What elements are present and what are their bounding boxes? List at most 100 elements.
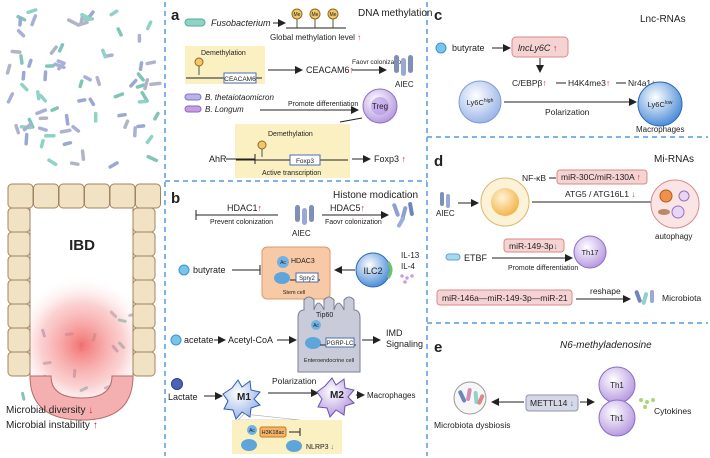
- b-longum-icon: [184, 105, 202, 113]
- fusobacterium-icon: [184, 18, 206, 27]
- bacterium: [39, 138, 45, 149]
- svg-text:Ac: Ac: [249, 428, 255, 434]
- panel-d-title: Mi-RNAs: [654, 154, 694, 165]
- th1-cell-b: [598, 399, 636, 437]
- bacterium: [153, 111, 160, 121]
- promote-differentiation-a: Promote differentiation: [288, 101, 358, 108]
- th17-label: Th17: [581, 248, 598, 257]
- panel-a: a DNA methylation Fusobacterium Me Me Me…: [171, 7, 432, 178]
- bacterium: [109, 9, 119, 17]
- svg-text:Me: Me: [312, 12, 319, 18]
- mirna-box-d1: [556, 169, 648, 185]
- etbf-label: ETBF: [464, 253, 488, 263]
- panel-b: b Histone modication HDAC1↑ Prevent colo…: [168, 190, 423, 454]
- bacterium: [136, 72, 145, 82]
- bacterium: [145, 60, 157, 66]
- epithelial-cell: [132, 303, 156, 329]
- epithelial-cell: [7, 279, 31, 305]
- butyrate-icon-b: [178, 264, 190, 276]
- epithelial-cell: [7, 207, 31, 233]
- bacterium: [140, 90, 149, 103]
- polarization-label-c: Polarization: [545, 107, 590, 117]
- mettl14-box: [525, 394, 579, 412]
- bacterium: [37, 126, 48, 132]
- ilc2-label: ILC2: [363, 266, 382, 276]
- aiec-label-a: AIEC: [395, 80, 414, 89]
- bacterium: [71, 124, 81, 133]
- nlrp3-label: NLRP3 ↓: [306, 444, 334, 451]
- m2-macrophage: [316, 377, 355, 418]
- epithelial-cell: [7, 231, 31, 257]
- epithelial-cell: [132, 351, 156, 377]
- panel-d: d Mi-RNAs NF-κB miR-30C/miR-130A ↑ ATG5 …: [434, 153, 701, 306]
- ly6c-high-cell: [458, 80, 502, 124]
- dysbiosis-label: Microbiota dysbiosis: [434, 420, 511, 430]
- epithelial-cell: [132, 231, 156, 257]
- epithelial-cell: [132, 255, 156, 281]
- panel-b-title: Histone modication: [333, 190, 418, 201]
- svg-text:Ac: Ac: [313, 323, 319, 329]
- bacterium: [138, 61, 144, 72]
- mir149-box: [503, 238, 565, 253]
- imd-label: IMD: [386, 328, 403, 338]
- dysbiosis-icon: [453, 381, 487, 415]
- epithelial-cell: [58, 183, 85, 209]
- aiec-icon-a: [394, 55, 413, 76]
- epithelial-cell: [7, 183, 34, 209]
- bacterium: [26, 8, 38, 15]
- svg-text:Me: Me: [330, 12, 337, 18]
- bacterium: [95, 75, 102, 87]
- bacterium: [20, 82, 29, 92]
- epithelial-cell: [132, 279, 156, 305]
- pgrp-lc-label: PGRP-LC: [327, 341, 354, 347]
- bacterium: [93, 111, 98, 123]
- bacterium: [43, 70, 48, 82]
- bacterium: [59, 128, 72, 134]
- bacterium: [6, 92, 15, 104]
- polarization-label-b: Polarization: [272, 376, 317, 386]
- bacterium: [117, 112, 127, 118]
- autophagy-cell: [650, 179, 700, 229]
- bacterium: [62, 140, 73, 147]
- panel-c: c Lnc-RNAs butyrate lncLy6C ↑ C/EBPβ↑ H4…: [434, 7, 686, 134]
- ly6c-low-label: Ly6Clow: [648, 100, 673, 109]
- favor-colonization-b: Faovr colonization: [325, 219, 382, 226]
- bacterium: [145, 134, 154, 145]
- lactate-icon: [171, 378, 183, 390]
- th17-cell: [573, 235, 607, 269]
- bacterium: [56, 59, 66, 66]
- macrophages-label-c: Macrophages: [636, 125, 684, 134]
- bacterium: [22, 122, 33, 132]
- bacterium: [66, 18, 79, 27]
- aiec-icon-d: [440, 192, 450, 208]
- epithelial-cell: [33, 183, 59, 209]
- th1-label-b: Th1: [610, 414, 624, 423]
- bacterium: [53, 62, 66, 70]
- panel-d-letter: d: [434, 153, 443, 170]
- bacterium: [21, 391, 26, 401]
- crypt-base: [29, 375, 134, 421]
- ly6c-high-label: Ly6Chigh: [467, 98, 494, 107]
- bacterium: [145, 20, 153, 31]
- mettl14-label: METTL14 ↓: [530, 398, 574, 408]
- microbial-instability-text: Microbial instability ↑: [6, 420, 98, 431]
- bacterium: [36, 90, 41, 101]
- bacterium: [38, 93, 47, 103]
- atg5-atg16l1-label: ATG5 / ATG16L1 ↓: [565, 189, 636, 199]
- ceacam6-label: CEACAM6↑: [306, 65, 354, 75]
- bacterium: [76, 20, 89, 27]
- bacterium: [80, 149, 86, 161]
- bacterium: [83, 75, 92, 82]
- fusobacterium-label: Fusobacterium: [211, 18, 271, 28]
- panel-c-title: Lnc-RNAs: [640, 14, 686, 25]
- panel-a-letter: a: [171, 7, 180, 24]
- butyrate-icon-c: [435, 42, 447, 54]
- bacterium: [83, 17, 95, 22]
- foxp3-gene: Foxp3: [296, 158, 314, 165]
- ahr-label: AhR: [209, 154, 227, 164]
- methyl-group-icons: Me Me Me: [286, 8, 346, 29]
- bacterium: [5, 63, 12, 75]
- bacterium: [137, 99, 148, 104]
- m1-macrophage: [222, 379, 261, 420]
